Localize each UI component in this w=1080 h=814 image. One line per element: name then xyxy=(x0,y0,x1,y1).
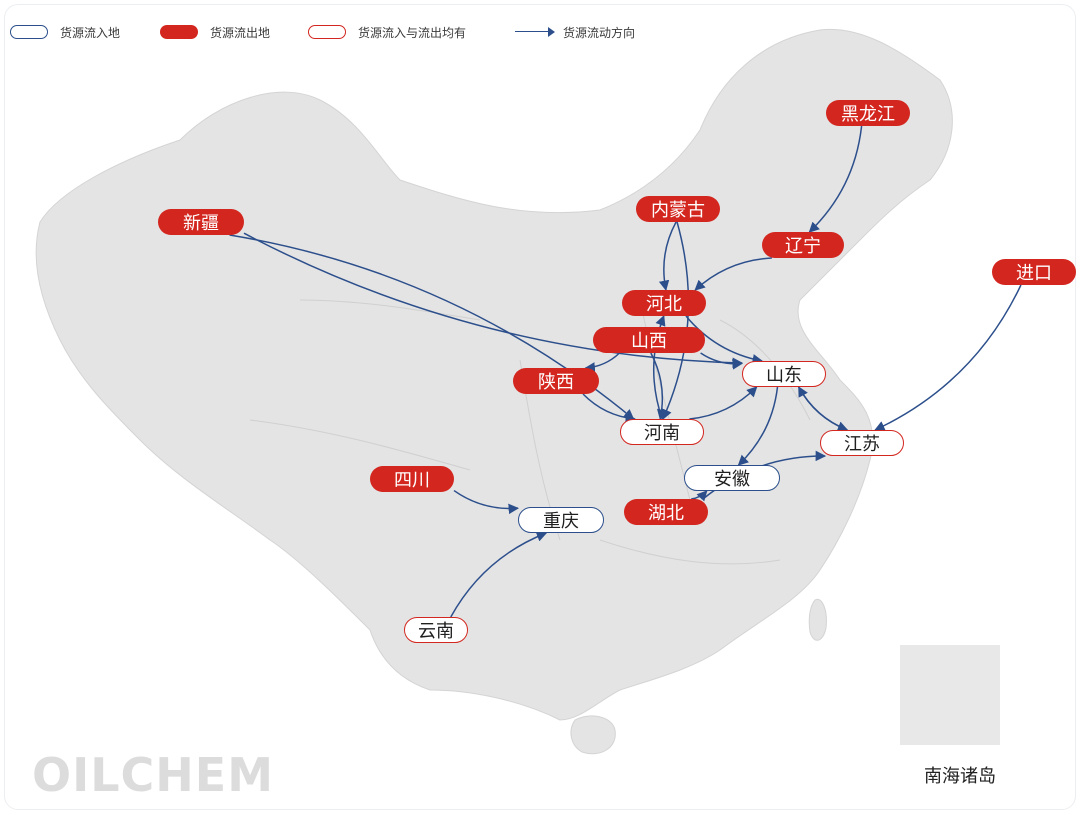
flow-shanxi-to-shandong xyxy=(700,352,744,370)
flow-henan-to-shandong xyxy=(689,386,758,420)
china-landmass xyxy=(35,28,953,755)
flow-neimenggu-to-hebei xyxy=(658,221,677,292)
legend-both-label: 货源流入与流出均有 xyxy=(358,25,467,40)
legend-direction: 货源流动方向 xyxy=(515,21,635,43)
flow-heilongjiang-to-liaoning xyxy=(808,125,863,233)
region-liaoning[interactable]: 辽宁 xyxy=(762,232,844,258)
legend-inflow-label: 货源流入地 xyxy=(60,25,121,40)
region-yunnan[interactable]: 云南 xyxy=(404,617,468,643)
flow-shandong-to-anhui xyxy=(737,386,779,466)
arrow-icon xyxy=(515,27,555,37)
region-jiangsu[interactable]: 江苏 xyxy=(820,430,904,456)
south-china-sea-islands-label: 南海诸岛 xyxy=(924,766,996,787)
region-hebei[interactable]: 河北 xyxy=(622,290,706,316)
inflow-swatch xyxy=(10,25,48,39)
legend-direction-label: 货源流动方向 xyxy=(563,25,636,40)
region-heilongjiang[interactable]: 黑龙江 xyxy=(826,100,910,126)
flow-hebei-to-shandong xyxy=(685,315,764,365)
taiwan-island xyxy=(808,598,827,641)
legend-both: 货源流入与流出均有 xyxy=(308,21,466,43)
flow-jinkou-to-jiangsu xyxy=(874,284,1022,431)
legend-inflow: 货源流入地 xyxy=(10,21,120,43)
region-shandong[interactable]: 山东 xyxy=(742,361,826,387)
region-xinjiang[interactable]: 新疆 xyxy=(158,209,244,235)
flow-liaoning-to-hebei xyxy=(694,257,772,291)
outflow-swatch xyxy=(160,25,198,39)
region-henan[interactable]: 河南 xyxy=(620,419,704,445)
region-shaanxi[interactable]: 陕西 xyxy=(513,368,599,394)
hainan-island xyxy=(570,715,616,755)
region-sichuan[interactable]: 四川 xyxy=(370,466,454,492)
region-chongqing[interactable]: 重庆 xyxy=(518,507,604,533)
flow-hubei-to-anhui xyxy=(691,490,708,502)
region-shanxi[interactable]: 山西 xyxy=(593,327,705,353)
flow-sichuan-to-chongqing xyxy=(453,489,520,515)
region-hubei[interactable]: 湖北 xyxy=(624,499,708,525)
south-china-sea-inset xyxy=(900,645,1000,745)
region-anhui[interactable]: 安徽 xyxy=(684,465,780,491)
flow-shaanxi-to-henan xyxy=(582,393,637,424)
flow-xinjiang-to-shandong xyxy=(243,232,744,369)
legend-outflow-label: 货源流出地 xyxy=(210,25,271,40)
flow-jiangsu-to-shandong xyxy=(798,386,848,431)
both-swatch xyxy=(308,25,346,39)
flow-shanxi-to-shaanxi xyxy=(584,352,621,373)
oilchem-logo: OILCHEM xyxy=(32,748,274,802)
legend-outflow: 货源流出地 xyxy=(160,21,270,43)
legend: 货源流入地 货源流出地 货源流入与流出均有 货源流动方向 xyxy=(0,0,680,60)
region-neimenggu[interactable]: 内蒙古 xyxy=(636,196,720,222)
flow-henan-to-hebei xyxy=(652,315,666,420)
flow-yunnan-to-chongqing xyxy=(450,531,548,618)
region-jinkou[interactable]: 进口 xyxy=(992,259,1076,285)
flow-neimenggu-to-henan xyxy=(661,221,690,420)
flow-arrows xyxy=(229,125,1022,618)
